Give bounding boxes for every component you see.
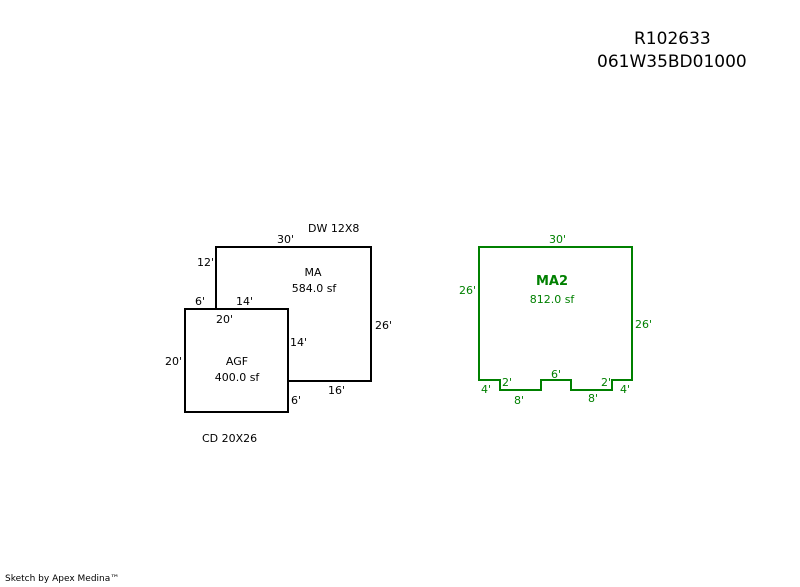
dim-ma-bottom: 16' xyxy=(328,384,345,397)
dim-ma2-run-right: 8' xyxy=(588,392,598,405)
ma-area: 584.0 sf xyxy=(292,282,338,295)
dim-ma2-center: 6' xyxy=(551,368,561,381)
dim-ma-inner-top: 14' xyxy=(236,295,253,308)
map-number: 061W35BD01000 xyxy=(597,52,747,72)
dim-ma2-top: 30' xyxy=(549,233,566,246)
cd-label: CD 20X26 xyxy=(202,432,257,445)
left-sketch xyxy=(184,246,372,413)
ma2-code: MA2 xyxy=(536,274,568,289)
dim-ma2-right: 26' xyxy=(635,318,652,331)
agf-outline xyxy=(184,308,289,413)
ma-code: MA xyxy=(304,266,321,279)
ma2-outline xyxy=(478,246,633,391)
dim-ma2-left: 26' xyxy=(459,284,476,297)
dim-ma-right: 26' xyxy=(375,319,392,332)
dim-ma2-bottom-left: 4' xyxy=(481,383,491,396)
dim-agf-top-left: 6' xyxy=(195,295,205,308)
dim-ma-left: 12' xyxy=(197,256,214,269)
agf-code: AGF xyxy=(226,355,248,368)
dim-ma2-run-left: 8' xyxy=(514,394,524,407)
ma-outline xyxy=(215,246,372,382)
parcel-id: R102633 xyxy=(634,29,711,49)
dim-ma2-notch-left: 2' xyxy=(502,376,512,389)
ma2-area: 812.0 sf xyxy=(530,293,576,306)
sketch-credit: Sketch by Apex Medina™ xyxy=(5,574,120,584)
agf-area: 400.0 sf xyxy=(215,371,261,384)
dim-ma2-bottom-right: 4' xyxy=(620,383,630,396)
dim-agf-top: 20' xyxy=(216,313,233,326)
dim-agf-left: 20' xyxy=(165,355,182,368)
dim-agf-bottom-right: 6' xyxy=(291,394,301,407)
dw-label: DW 12X8 xyxy=(308,222,359,235)
dim-ma-top: 30' xyxy=(277,233,294,246)
dim-ma2-notch-right: 2' xyxy=(601,376,611,389)
dim-agf-right: 14' xyxy=(290,336,307,349)
